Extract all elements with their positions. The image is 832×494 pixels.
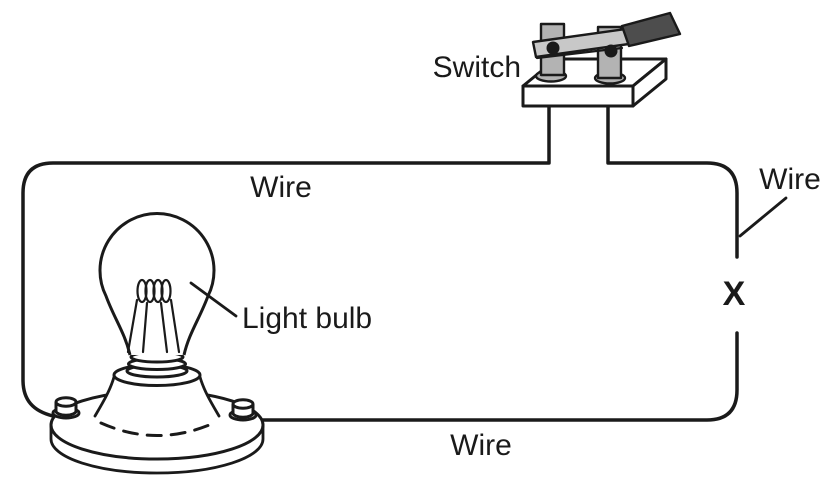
switch-pivot-screw-left [546, 41, 560, 55]
wire-loop [21, 105, 739, 422]
light-bulb-leader-line [189, 281, 238, 318]
point-x-marker: X [723, 275, 746, 313]
switch-label: Switch [433, 51, 521, 84]
light-bulb-illustration [49, 212, 265, 475]
bulb-terminal-screw-left [51, 396, 81, 420]
switch-handle [620, 11, 682, 48]
wire-label-right: Wire [759, 163, 821, 196]
switch-base-front-face [521, 84, 635, 108]
bulb-filament [126, 278, 181, 354]
wire-label-top: Wire [250, 171, 312, 204]
wire-right-leader-line [738, 196, 788, 238]
wire-right-upper-segment [606, 105, 739, 259]
light-bulb-label: Light bulb [242, 302, 372, 335]
wire-right-bottom-segment [252, 331, 739, 422]
wire-label-bottom: Wire [450, 429, 512, 462]
bulb-base-hidden-edge [99, 421, 216, 437]
bulb-terminal-screw-right [228, 398, 258, 422]
bulb-glass [98, 212, 216, 356]
wire-left-top-segment [21, 105, 551, 418]
switch-pivot-screw-right [604, 44, 618, 58]
switch-illustration [521, 11, 682, 108]
bulb-screw-collar [125, 350, 189, 379]
